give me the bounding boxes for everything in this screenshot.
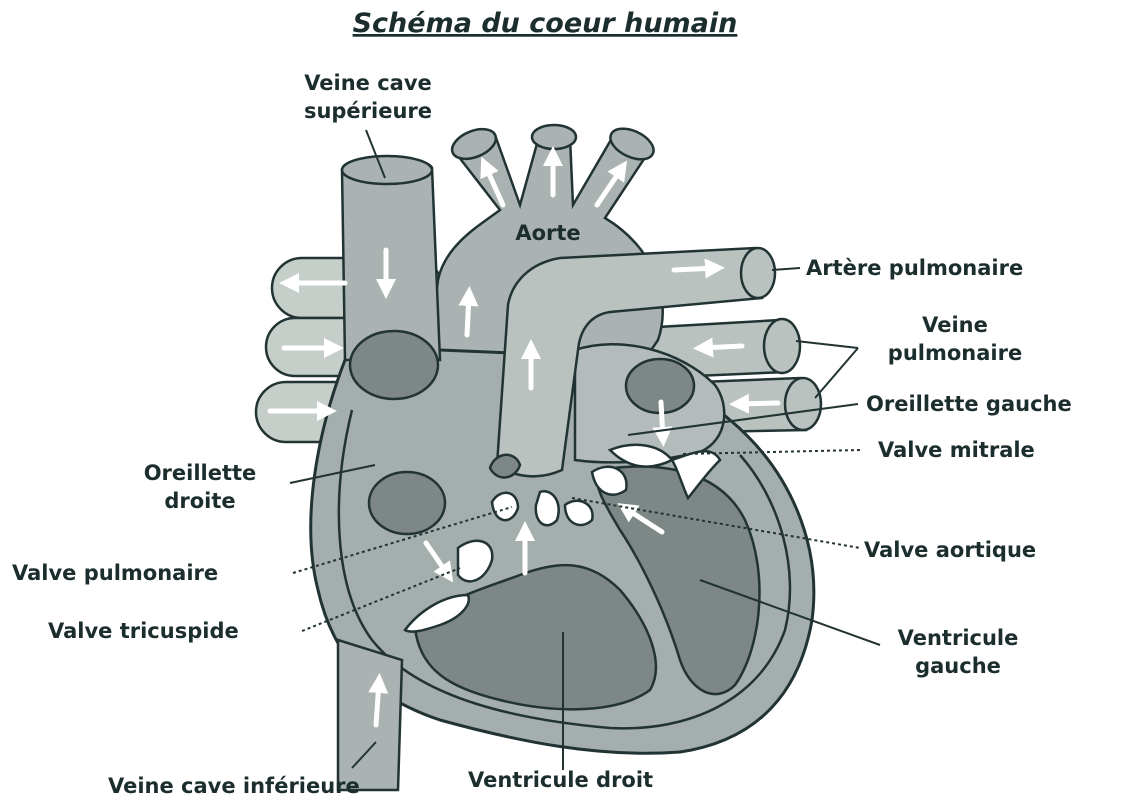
label-artere-pulmonaire: Artère pulmonaire xyxy=(806,256,1023,280)
label-ventricule-gauche-1: Ventricule xyxy=(898,626,1019,650)
leader-veine-pulmonaire-1 xyxy=(796,341,858,348)
label-valve-aortique: Valve aortique xyxy=(864,538,1036,562)
label-veine-cave-inferieure: Veine cave inférieure xyxy=(108,774,360,798)
label-ventricule-droit: Ventricule droit xyxy=(468,768,653,792)
label-veine-pulmonaire-1: Veine xyxy=(922,313,988,337)
label-veine-pulmonaire-2: pulmonaire xyxy=(888,341,1022,365)
pulmonary-valve-cusp-3 xyxy=(536,491,559,525)
arrow-atrium-down xyxy=(661,402,663,438)
arrow-pulmonary-artery xyxy=(674,268,716,270)
leader-veine-pulmonaire-2 xyxy=(815,348,858,398)
pulmonary-artery-end xyxy=(741,248,775,298)
aorta-branch-middle xyxy=(532,125,576,149)
label-ventricule-gauche-2: gauche xyxy=(915,654,1001,678)
pulmonary-valve-cusp-2 xyxy=(492,493,518,520)
pulmonary-vein-lower-end xyxy=(785,378,821,430)
arrow-ivc-up xyxy=(376,682,379,725)
diagram-title: Schéma du coeur humain xyxy=(353,8,738,39)
label-veine-cave-superieure-1: Veine cave xyxy=(304,71,432,95)
label-valve-tricuspide: Valve tricuspide xyxy=(48,619,239,643)
arrow-vein-lower xyxy=(738,403,778,404)
arrow-vein-upper xyxy=(702,346,742,348)
right-atrium-opening xyxy=(369,472,445,534)
superior-vena-cava xyxy=(342,156,440,399)
inferior-vena-cava xyxy=(338,640,402,790)
label-oreillette-droite-2: droite xyxy=(164,489,235,513)
label-valve-pulmonaire: Valve pulmonaire xyxy=(12,561,218,585)
label-veine-cave-superieure-2: supérieure xyxy=(304,99,432,123)
arrow-aorta-down xyxy=(467,295,469,335)
pulmonary-vein-upper-end xyxy=(764,319,800,373)
label-oreillette-droite-1: Oreillette xyxy=(144,461,257,485)
leader-artere-pulmonaire xyxy=(772,268,800,270)
label-oreillette-gauche: Oreillette gauche xyxy=(866,392,1072,416)
label-aorte: Aorte xyxy=(515,221,580,245)
svc-opening xyxy=(350,331,438,399)
svc-top-end xyxy=(342,156,432,184)
label-valve-mitrale: Valve mitrale xyxy=(878,438,1035,462)
